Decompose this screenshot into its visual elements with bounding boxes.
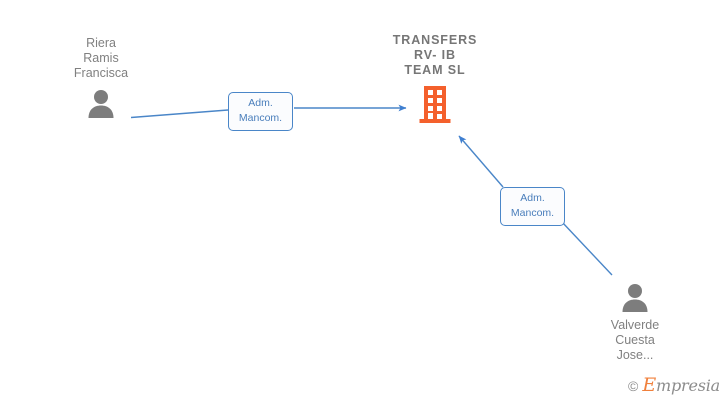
building-icon[interactable] — [418, 84, 452, 124]
person-icon[interactable] — [86, 88, 116, 118]
brand-wordmark: Empresia — [642, 376, 720, 395]
person-icon[interactable] — [620, 282, 650, 312]
edge-label-adm-mancom-1[interactable]: Adm. Mancom. — [228, 92, 293, 131]
node-company[interactable]: TRANSFERS RV- IB TEAM SL — [378, 33, 492, 124]
node-person-valverde-cuesta-jose[interactable]: Valverde Cuesta Jose... — [580, 282, 690, 363]
brand-initial: E — [642, 374, 656, 396]
person-name-label: Riera Ramis Francisca — [73, 36, 129, 80]
watermark-empresia: © Empresia — [628, 376, 720, 395]
edge-person2-to-chip — [561, 221, 613, 276]
node-person-riera-ramis-francisca[interactable]: Riera Ramis Francisca — [46, 36, 156, 118]
copyright-icon: © — [628, 377, 639, 394]
brand-rest: mpresia — [656, 376, 720, 395]
company-name-label: TRANSFERS RV- IB TEAM SL — [392, 33, 478, 77]
edge-label-adm-mancom-2[interactable]: Adm. Mancom. — [500, 187, 565, 226]
edge-chip2-to-company — [458, 135, 504, 188]
person-name-label: Valverde Cuesta Jose... — [610, 318, 660, 362]
